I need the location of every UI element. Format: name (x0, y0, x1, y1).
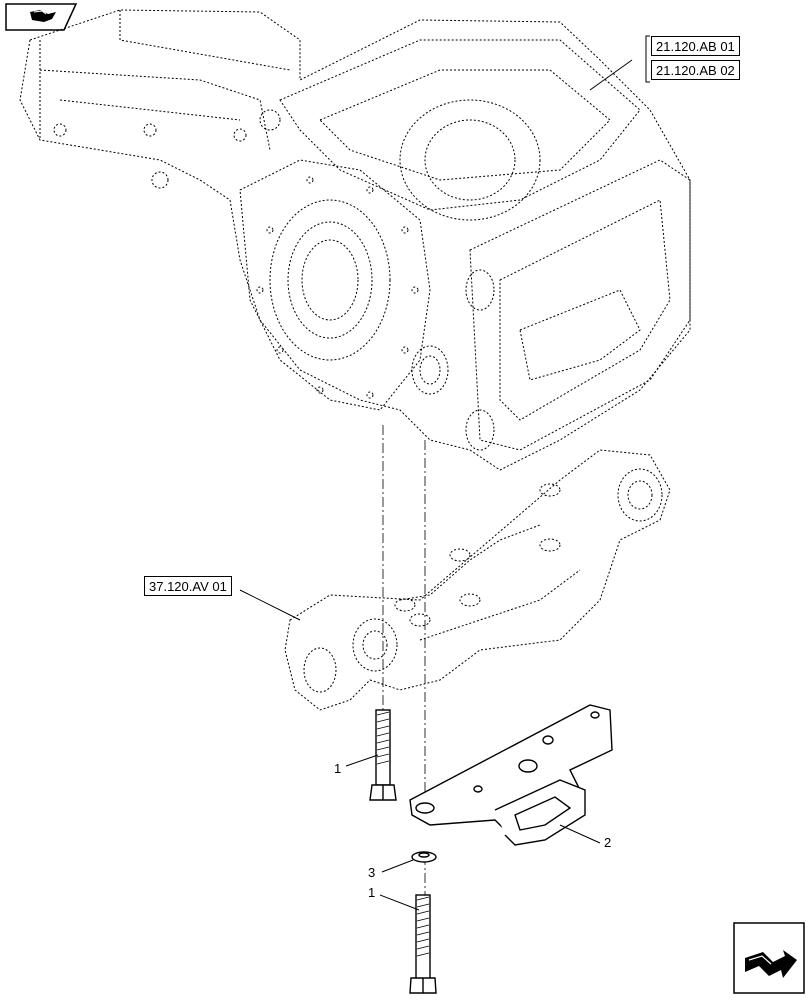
callout-bolt-upper: 1 (334, 761, 342, 776)
reference-box-upper-1[interactable]: 21.120.AB 01 (651, 36, 740, 56)
transmission-housing (19, 9, 691, 471)
callout-bracket: 2 (604, 835, 612, 850)
callout-bolt-lower: 1 (368, 885, 376, 900)
reference-box-upper-2[interactable]: 21.120.AB 02 (651, 60, 740, 80)
previous-page-icon[interactable] (4, 2, 78, 32)
mounting-bracket (409, 704, 613, 846)
lower-bolt (409, 894, 437, 994)
next-page-icon[interactable] (733, 922, 805, 994)
callout-washer: 3 (368, 865, 376, 880)
front-axle-support (284, 449, 671, 711)
reference-box-axle-support[interactable]: 37.120.AV 01 (144, 576, 232, 596)
washer (411, 851, 437, 863)
side-flange (239, 159, 431, 411)
upper-bolt (369, 709, 397, 801)
